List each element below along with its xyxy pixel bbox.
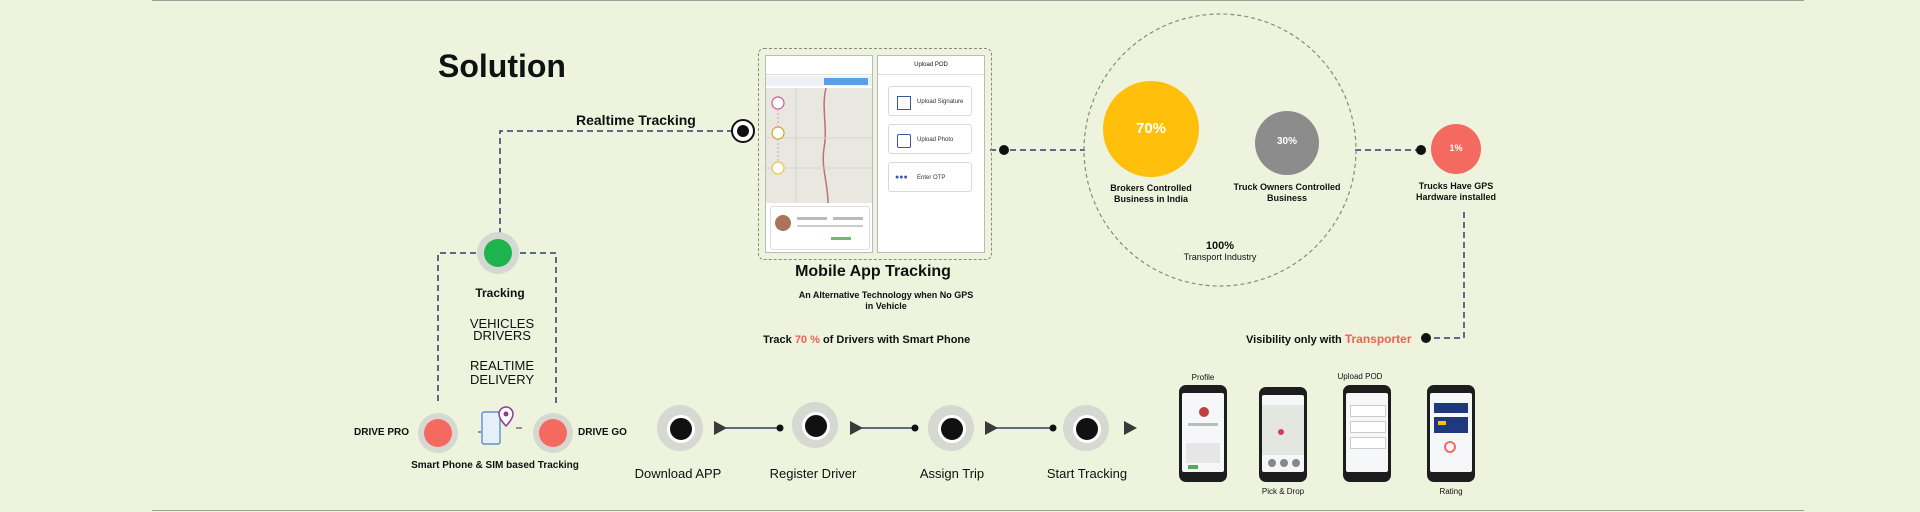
top-rule	[152, 0, 1804, 1]
tracking-label: Tracking	[475, 286, 525, 300]
arrow-head-3	[985, 421, 998, 435]
phone-pick-drop	[1259, 387, 1307, 482]
step-register-driver: Register Driver	[769, 466, 857, 481]
arrow-head-1	[714, 421, 727, 435]
upload-pod-header: Upload POD	[878, 56, 984, 75]
step-start-tracking: Start Tracking	[1046, 466, 1128, 481]
map-screen	[765, 55, 873, 253]
tracking-node-core	[484, 239, 512, 267]
enter-otp-card[interactable]: ●●● Enter OTP	[888, 162, 972, 192]
step-node-3-core	[938, 415, 966, 443]
owners-value: 30%	[1276, 136, 1297, 147]
alt-tech-label: An Alternative Technology when No GPS in…	[798, 290, 974, 311]
track-percentage: 70 %	[794, 334, 820, 346]
gps-to-visibility-connector	[1430, 212, 1465, 339]
owners-circle	[1255, 111, 1319, 175]
bottom-rule	[152, 510, 1804, 511]
map-area	[766, 87, 872, 204]
industry-circle	[1083, 13, 1357, 287]
brokers-label: Brokers Controlled Business in India	[1110, 183, 1192, 204]
drive-pro-label: DRIVE PRO	[354, 427, 410, 438]
phone-label-profile: Profile	[1191, 373, 1215, 382]
driver-card	[770, 206, 870, 250]
drive-pro-connector	[437, 252, 476, 405]
enter-otp-label: Enter OTP	[917, 175, 946, 181]
step-node-1-core	[667, 415, 695, 443]
upload-pod-screen: Upload POD Upload Signature Upload Photo…	[877, 55, 985, 253]
phone-profile	[1179, 385, 1227, 482]
upload-signature-label: Upload Signature	[917, 99, 964, 105]
brokers-value: 70%	[1135, 120, 1167, 137]
step-assign-trip: Assign Trip	[919, 466, 985, 481]
drive-pro-node-core	[424, 419, 452, 447]
visibility-text: Visibility only with Transporter	[1246, 332, 1412, 346]
realtime-connector	[499, 130, 743, 235]
phone-location-icon	[478, 406, 522, 445]
visibility-highlight: Transporter	[1344, 332, 1412, 346]
feature-drivers: DRIVERS	[473, 328, 531, 343]
gps-circle	[1431, 124, 1481, 174]
arrow-head-2	[850, 421, 863, 435]
signature-icon	[897, 96, 911, 110]
feature-vehicles: VEHICLES	[469, 316, 535, 331]
upload-signature-card[interactable]: Upload Signature	[888, 86, 972, 116]
phone-label-pick-drop: Pick & Drop	[1261, 487, 1305, 496]
drive-go-label: DRIVE GO	[578, 427, 627, 438]
gps-label: Trucks Have GPS Hardware installed	[1415, 181, 1497, 202]
phone-rating	[1427, 385, 1475, 482]
arrow-head-4	[1124, 421, 1137, 435]
industry-value: 100%	[1205, 240, 1235, 252]
phone-label-upload-pod: Upload POD	[1337, 372, 1383, 381]
page-title: Solution	[438, 48, 566, 84]
app-screens-frame: Upload POD Upload Signature Upload Photo…	[758, 48, 992, 260]
phone-upload-pod	[1343, 385, 1391, 482]
feature-realtime: REALTIME	[469, 358, 535, 373]
camera-icon	[897, 134, 911, 148]
step-node-4-core	[1073, 415, 1101, 443]
brokers-circle	[1103, 81, 1199, 177]
owners-label: Truck Owners Controlled Business	[1233, 182, 1341, 203]
upload-photo-card[interactable]: Upload Photo	[888, 124, 972, 154]
gps-value: 1%	[1449, 143, 1463, 153]
otp-icon: ●●●	[895, 174, 908, 181]
step-download-app: Download APP	[634, 466, 722, 481]
phone-label-rating: Rating	[1439, 487, 1463, 496]
sim-tracking-label: Smart Phone & SIM based Tracking	[411, 460, 579, 471]
drive-go-connector	[520, 252, 557, 405]
step-node-2-core	[802, 412, 830, 440]
industry-label: Transport Industry	[1183, 252, 1257, 262]
upload-photo-label: Upload Photo	[917, 137, 954, 143]
feature-delivery: DELIVERY	[469, 372, 535, 387]
realtime-tracking-label: Realtime Tracking	[576, 112, 696, 128]
mobile-app-tracking-label: Mobile App Tracking	[795, 263, 951, 280]
track-drivers-text: Track 70 % of Drivers with Smart Phone	[763, 334, 971, 346]
drive-go-node-core	[539, 419, 567, 447]
